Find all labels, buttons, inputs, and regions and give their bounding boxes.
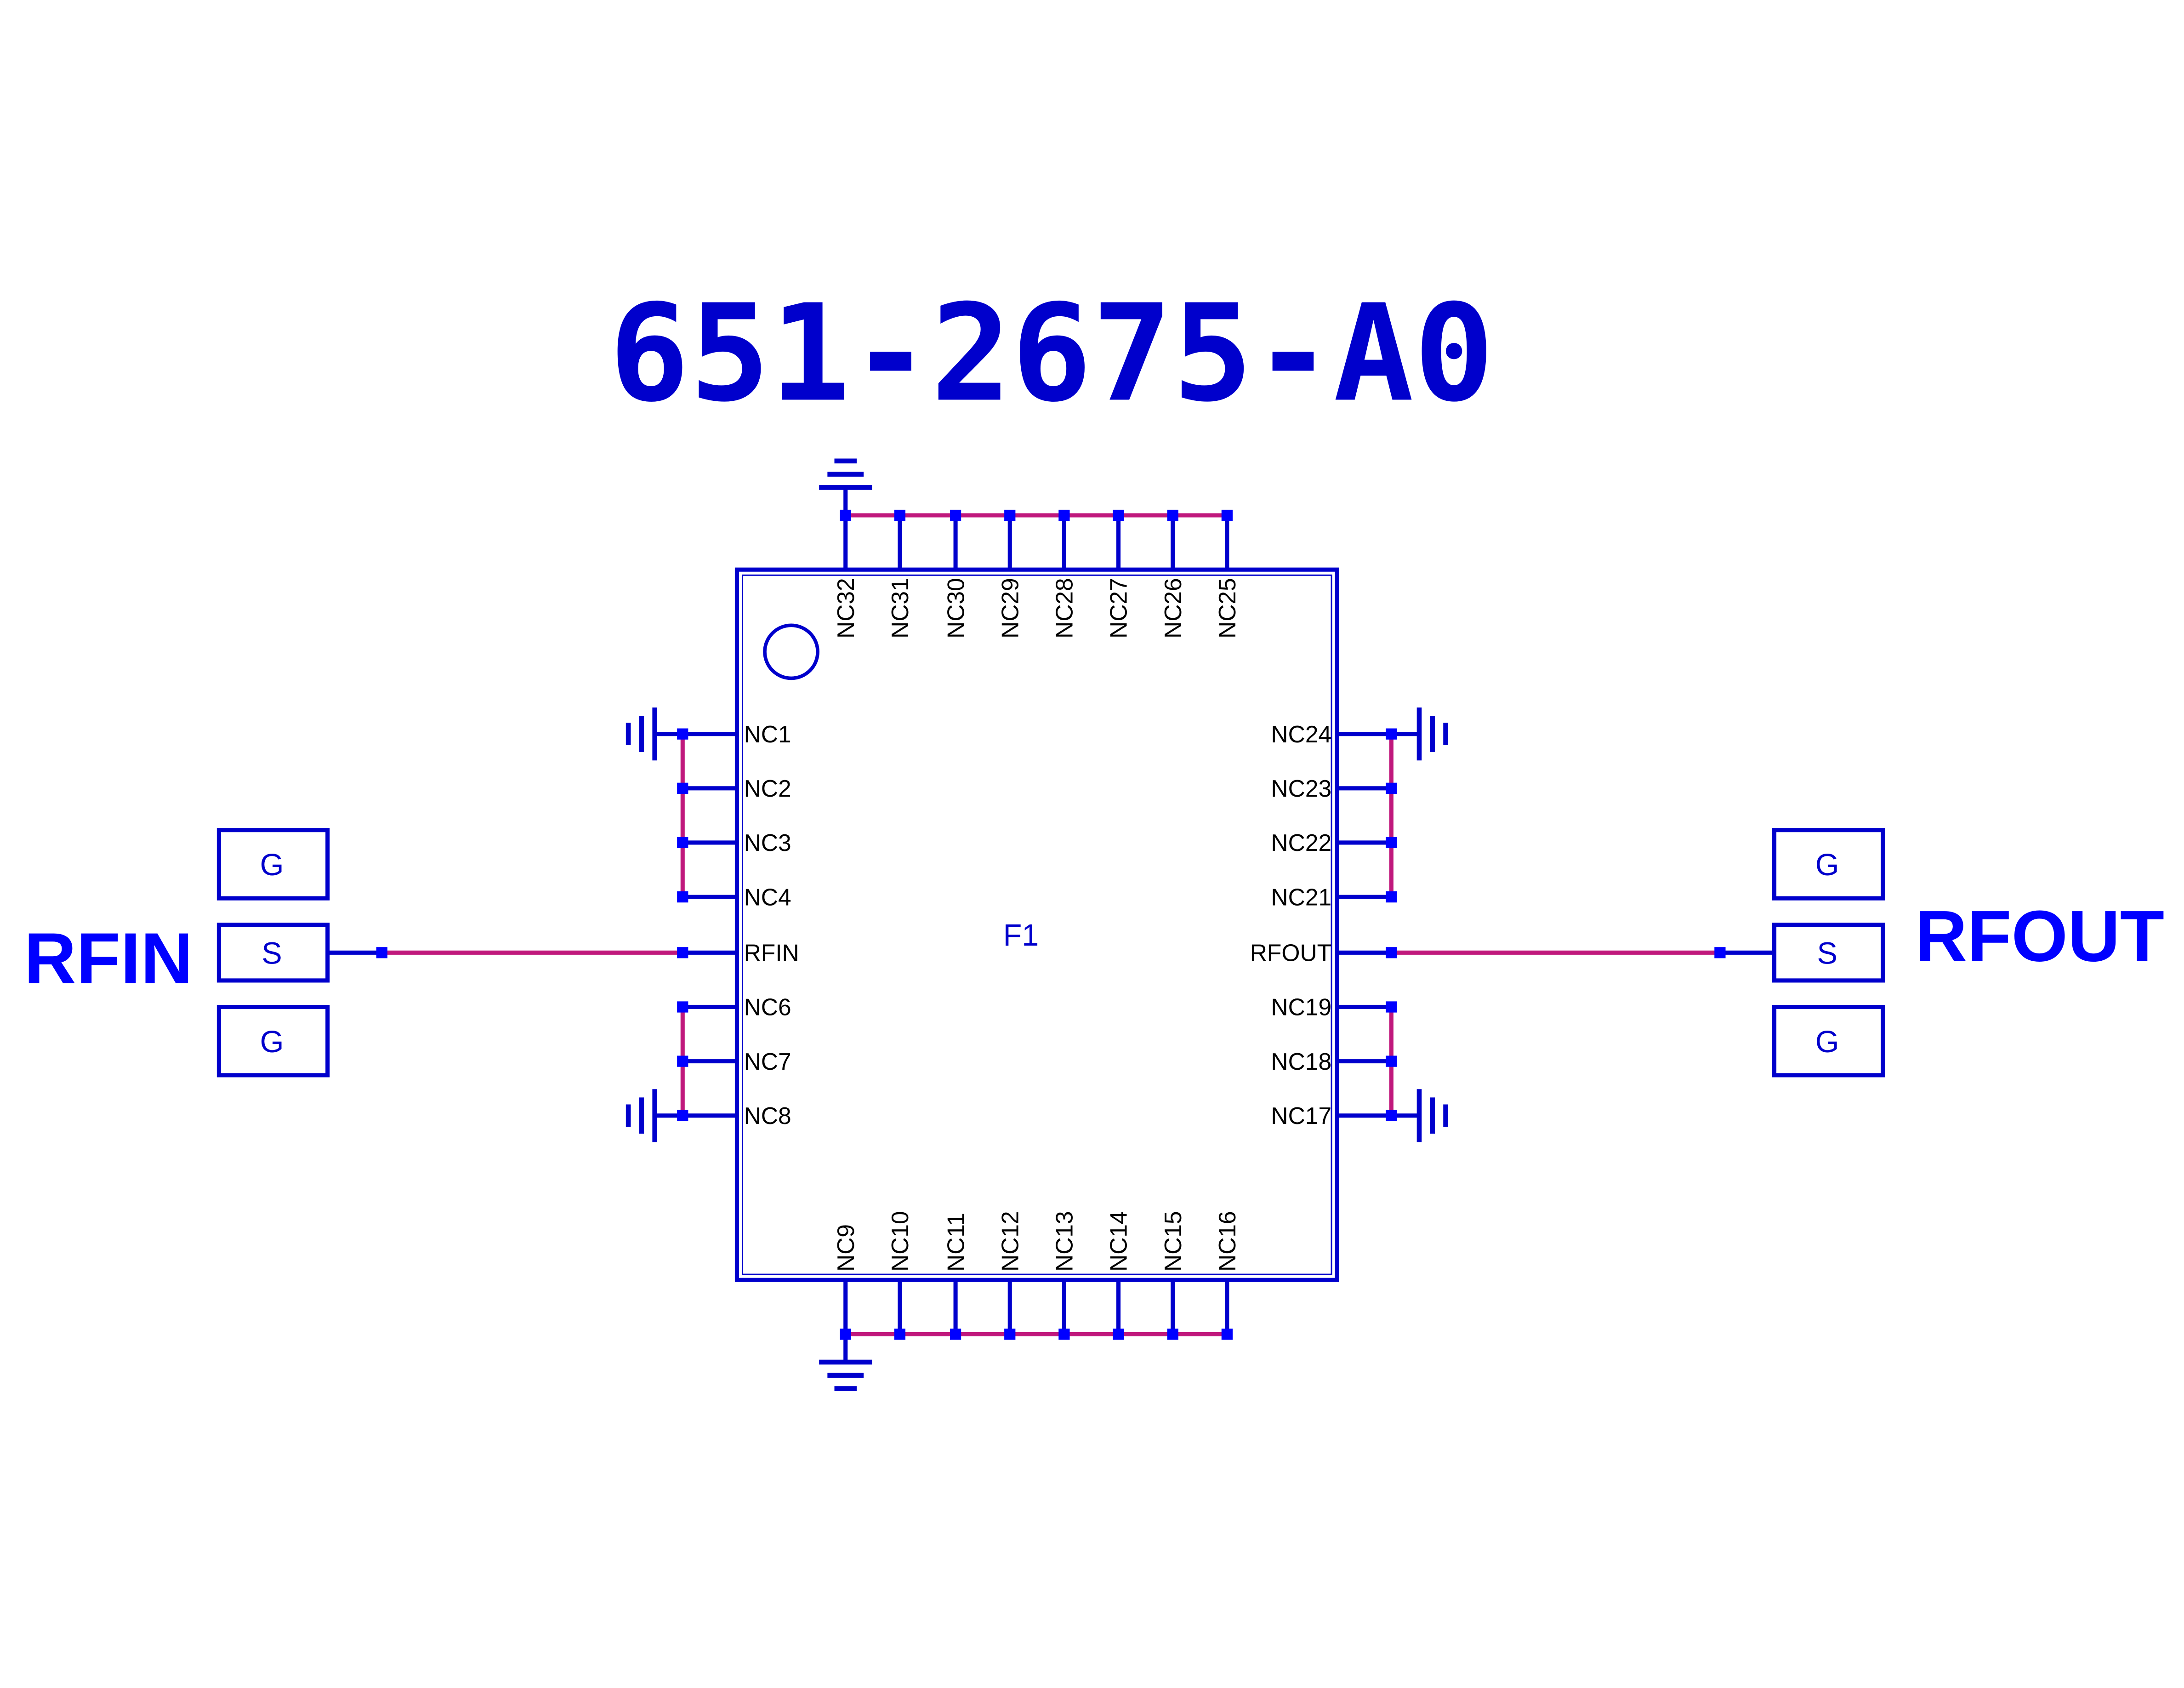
pad-G [216, 828, 330, 901]
ground-icon [1391, 1089, 1448, 1142]
junction-dot [1221, 509, 1233, 521]
pin-label: NC13 [1051, 1211, 1078, 1272]
pin-label: RFOUT [1250, 939, 1331, 966]
junction-dot [677, 728, 688, 740]
ground-icon [626, 1089, 683, 1142]
junction-dot [1113, 1329, 1124, 1340]
junction-dot [1113, 509, 1124, 521]
pin-label: NC22 [1271, 829, 1331, 856]
junction-dot [1386, 728, 1397, 740]
junction-dot [1386, 837, 1397, 849]
pin-label: NC12 [996, 1211, 1023, 1272]
pad-G [216, 1004, 330, 1078]
pin-label: NC32 [832, 578, 859, 639]
junction-dot [950, 509, 961, 521]
input-port-connector: G S G RFIN [24, 828, 330, 1078]
part-number-title: 651-2675-A0 [609, 276, 1494, 432]
pin-label: NC9 [832, 1224, 859, 1272]
pad-label: G [260, 848, 284, 882]
pin-label: NC21 [1271, 884, 1331, 910]
junction-dot [677, 837, 688, 849]
pin-label: NC11 [942, 1213, 969, 1272]
pad-label: G [1815, 1025, 1839, 1059]
pin-label: NC25 [1214, 578, 1240, 639]
pin-label: NC23 [1271, 775, 1331, 802]
pin-label: NC14 [1105, 1211, 1132, 1272]
junction-dot [1167, 1329, 1178, 1340]
ground-icon [819, 458, 872, 515]
pin-label: RFIN [744, 939, 799, 966]
pin-label: NC7 [744, 1048, 791, 1075]
junction-dot [677, 891, 688, 903]
ground-icon [819, 1334, 872, 1391]
pin-label: NC31 [887, 578, 913, 639]
output-port-connector: G S G RFOUT [1772, 828, 2165, 1078]
pad-label: G [260, 1025, 284, 1059]
junction-dot [376, 947, 387, 958]
pin-label: NC26 [1160, 578, 1186, 639]
junction-dot [950, 1329, 961, 1340]
pad-label: S [1817, 937, 1837, 971]
output-port-label: RFOUT [1915, 895, 2165, 976]
pin-label: NC4 [744, 884, 791, 910]
junction-dot [1714, 947, 1726, 958]
junction-dot [1221, 1329, 1233, 1340]
pin-label: NC18 [1271, 1048, 1331, 1075]
pad-G [1772, 828, 1885, 901]
pin-label: NC3 [744, 829, 791, 856]
junction-dot [840, 509, 851, 521]
junction-dot [840, 1329, 851, 1340]
pin-label: NC17 [1271, 1102, 1331, 1129]
pad-G [1772, 1004, 1885, 1078]
junction-dot [1058, 1329, 1070, 1340]
pin-label: NC10 [887, 1211, 913, 1272]
pad-S [1772, 923, 1885, 983]
pad-label: S [262, 937, 282, 971]
pin-label: NC1 [744, 721, 791, 747]
pin-label: NC16 [1214, 1211, 1240, 1272]
junction-dot [1167, 509, 1178, 521]
pad-label: G [1815, 848, 1839, 882]
junction-dot [1386, 782, 1397, 794]
junction-dot [1386, 1110, 1397, 1121]
pin-label: NC24 [1271, 721, 1331, 747]
junction-dot [894, 1329, 906, 1340]
junction-dot [677, 1001, 688, 1013]
pin-label: NC30 [942, 578, 969, 639]
input-port-label: RFIN [24, 918, 193, 999]
junction-dot [677, 1110, 688, 1121]
junction-dot [677, 782, 688, 794]
pin-label: NC19 [1271, 994, 1331, 1021]
designator-label: F1 [1003, 918, 1039, 952]
pin-label: NC6 [744, 994, 791, 1021]
junction-dot [1386, 1055, 1397, 1067]
junction-dot [1004, 509, 1016, 521]
junction-dot [677, 947, 688, 958]
pin-label: NC28 [1051, 578, 1078, 639]
junction-dot [894, 509, 906, 521]
pin-label: NC27 [1105, 578, 1132, 639]
junction-dot [1386, 947, 1397, 958]
pin-label: NC8 [744, 1102, 791, 1129]
junction-dot [1058, 509, 1070, 521]
pin-label: NC15 [1160, 1211, 1186, 1272]
pin-label: NC29 [996, 578, 1023, 639]
chip-body [734, 567, 1339, 1282]
junction-dot [1386, 891, 1397, 903]
ground-icon [626, 707, 683, 761]
pin1-marker-icon [763, 623, 819, 680]
ground-icon [1391, 707, 1448, 761]
junction-dot [677, 1055, 688, 1067]
junction-dot [1386, 1001, 1397, 1013]
pad-S [216, 923, 330, 983]
pin-label: NC2 [744, 775, 791, 802]
junction-dot [1004, 1329, 1016, 1340]
